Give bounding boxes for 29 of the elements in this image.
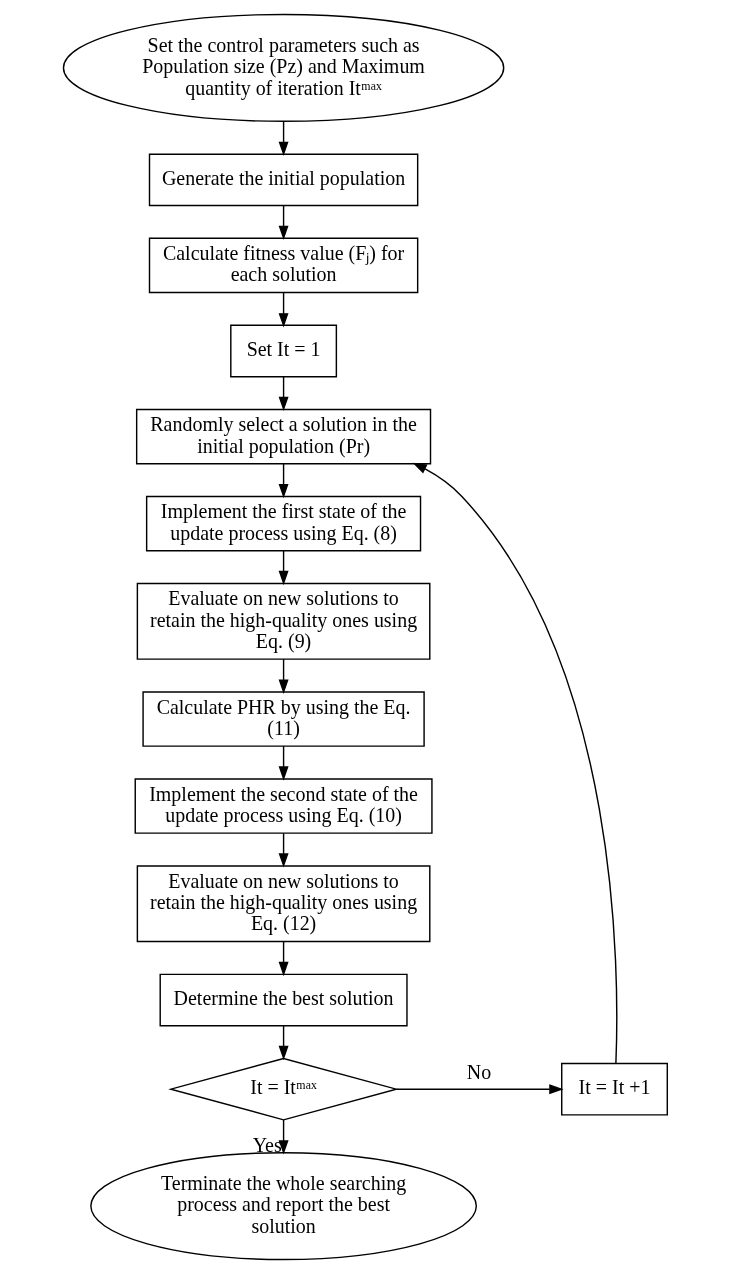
arrow xyxy=(278,376,289,412)
arrow xyxy=(278,745,289,781)
arrow xyxy=(278,550,289,586)
node-ellipse: Terminate the whole searching process and report the best solution xyxy=(89,1151,477,1261)
node-box: Determine the best solution xyxy=(159,973,408,1027)
arrow xyxy=(278,121,289,156)
arrow xyxy=(278,832,289,868)
node-diamond: It = Itᵐᵃˣ xyxy=(167,1057,399,1121)
arrow xyxy=(278,940,289,977)
arrow xyxy=(278,658,289,694)
arrow xyxy=(278,204,289,240)
edge-label: No xyxy=(466,1061,491,1084)
arrow xyxy=(278,1119,289,1155)
arrow xyxy=(278,463,289,499)
node-box: Randomly select a solution in the initial population (Pr) xyxy=(135,408,431,465)
node-box: It = It +1 xyxy=(560,1062,668,1116)
arrow xyxy=(278,1025,289,1061)
arrow xyxy=(395,1084,563,1095)
node-box: Generate the initial population xyxy=(148,153,418,207)
node-box: Implement the second state of the update process using Eq. (10) xyxy=(134,778,433,834)
node-ellipse: Set the control parameters such as Population size (Pz) and Maximum quantity of iteration Itᵐᵃˣ xyxy=(62,13,504,123)
node-box: Evaluate on new solutions to retain the high-quality ones using Eq. (9) xyxy=(136,582,430,660)
node-box: Calculate fitness value (Fⱼ) for each solution xyxy=(148,237,418,294)
arrow xyxy=(278,291,289,328)
node-box: Evaluate on new solutions to retain the high-quality ones using Eq. (12) xyxy=(136,865,430,943)
node-box: Calculate PHR by using the Eq. (11) xyxy=(141,691,425,747)
node-box: Implement the first state of the update process using Eq. (8) xyxy=(145,495,421,552)
arrow xyxy=(412,462,617,1064)
node-box: Set It = 1 xyxy=(229,324,337,378)
